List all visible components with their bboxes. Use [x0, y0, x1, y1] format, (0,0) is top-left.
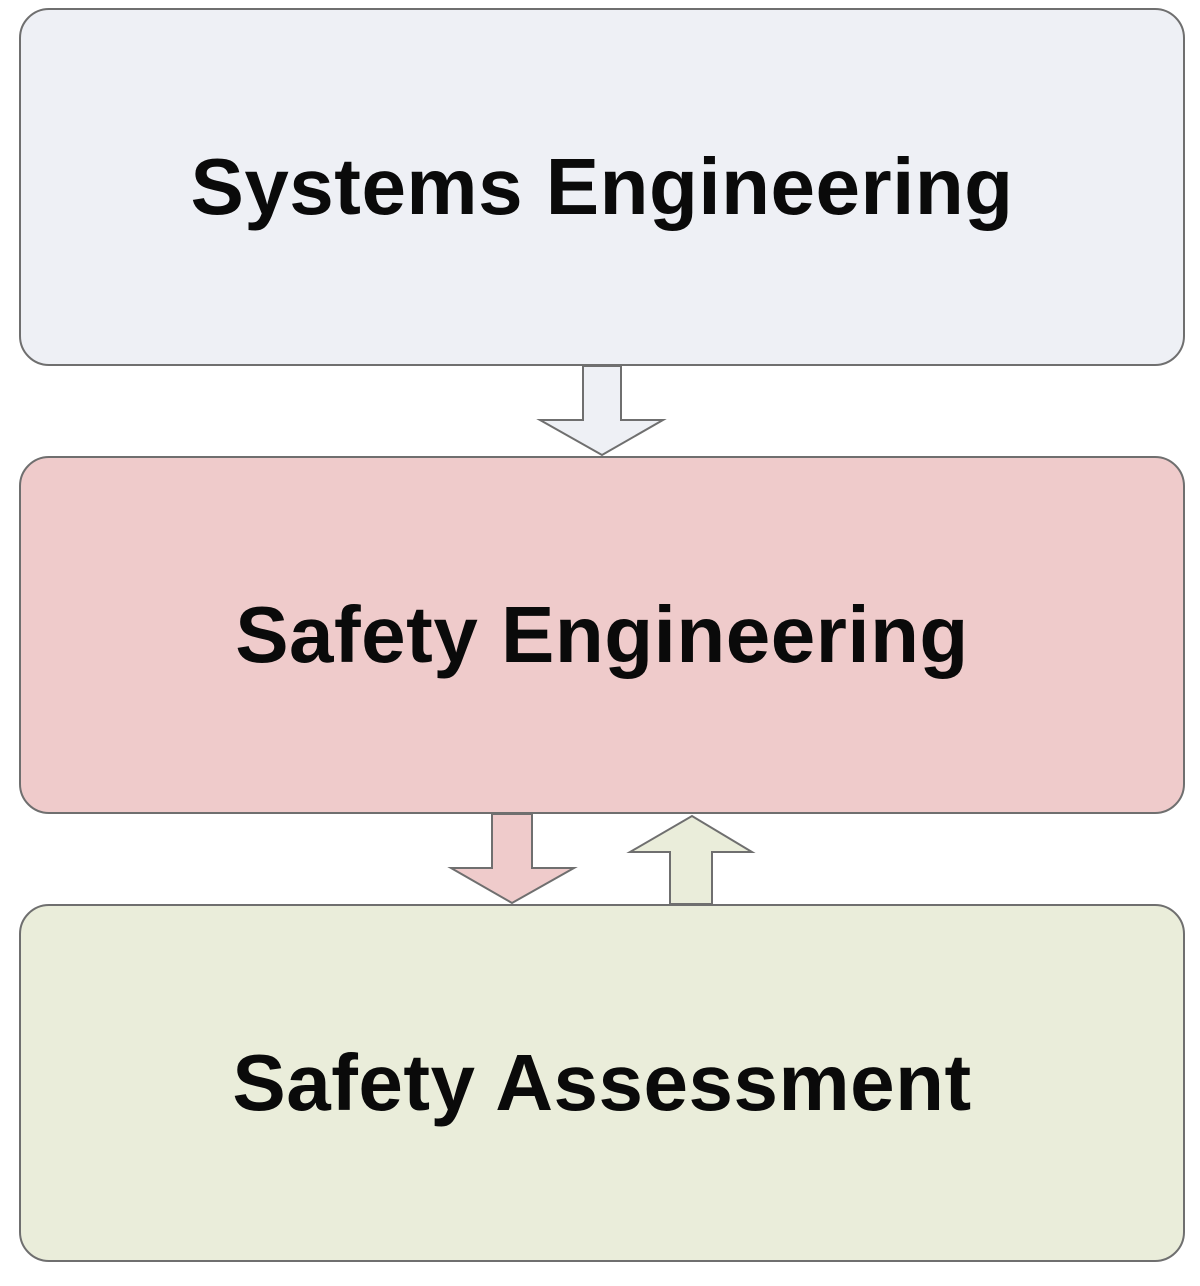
arrow-safety-engineering-to-assessment: [447, 813, 578, 905]
systems-engineering-box: Systems Engineering: [19, 8, 1185, 366]
safety-assessment-label: Safety Assessment: [232, 1038, 972, 1127]
safety-engineering-box: Safety Engineering: [19, 456, 1185, 814]
arrow-safety-assessment-to-engineering: [626, 814, 756, 905]
arrow-systems-to-safety-engineering: [536, 365, 667, 457]
systems-engineering-label: Systems Engineering: [190, 142, 1014, 231]
safety-assessment-box: Safety Assessment: [19, 904, 1185, 1262]
safety-engineering-label: Safety Engineering: [235, 590, 969, 679]
